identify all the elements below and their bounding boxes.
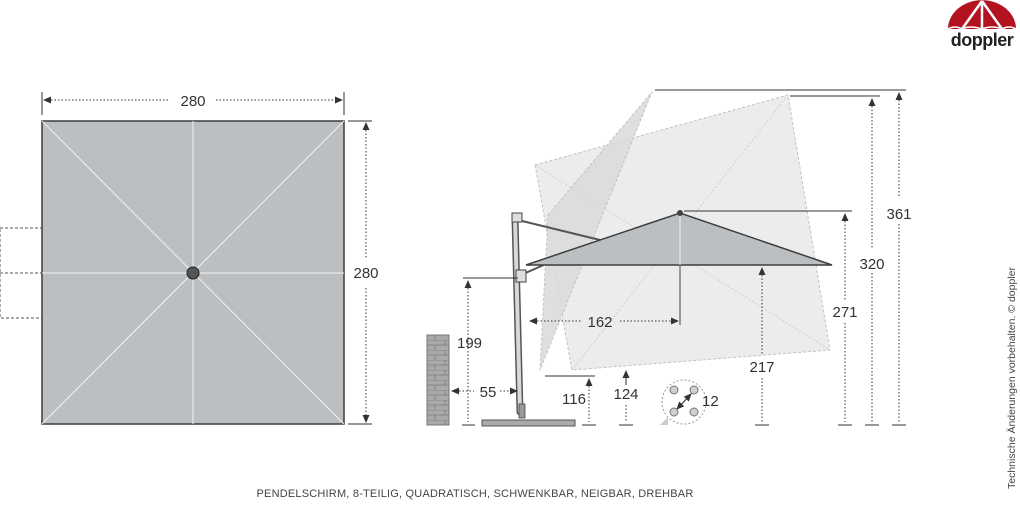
- side-view: 162 199 55 116: [426, 89, 912, 427]
- arm-height-dimension: 199: [457, 277, 518, 426]
- clearance-dimension: 217: [749, 267, 775, 426]
- tilt-height-dimension: 320: [790, 95, 885, 426]
- height-label: 280: [353, 265, 378, 282]
- copyright-note: Technische Änderungen vorbehalten. © dop…: [1006, 267, 1018, 489]
- width-label: 280: [180, 93, 205, 110]
- top-view: 280 280: [0, 92, 379, 425]
- clearance-label: 217: [749, 359, 774, 376]
- height-dimension: 280: [348, 120, 379, 425]
- hub-icon: [186, 266, 200, 280]
- base-plate-icon: 12: [660, 379, 719, 425]
- base-label: 12: [702, 393, 719, 410]
- reach-dimension: 162: [529, 314, 679, 331]
- canopy-side-view: [525, 210, 833, 325]
- max-height-label: 361: [886, 206, 911, 223]
- wall-distance-label: 55: [480, 384, 497, 401]
- doppler-logo-icon: [947, 0, 1017, 30]
- product-caption: PENDELSCHIRM, 8-TEILIG, QUADRATISCH, SCH…: [256, 488, 694, 500]
- top-height-dimension: 271: [684, 210, 858, 426]
- width-dimension: 280: [41, 92, 345, 115]
- low-height-dimension: 124: [613, 370, 639, 426]
- reach-label: 162: [587, 314, 612, 331]
- min-height-label: 116: [562, 391, 586, 408]
- wall-icon: [426, 334, 450, 426]
- umbrella-base: [481, 419, 576, 427]
- min-height-dimension: 116: [545, 375, 596, 426]
- brand-name: doppler: [950, 30, 1014, 50]
- wall-distance-dimension: 55: [451, 384, 518, 401]
- top-height-label: 271: [832, 304, 857, 321]
- tilt-height-label: 320: [859, 256, 884, 273]
- ghost-canopy-vertical: [539, 91, 653, 371]
- max-height-dimension: 361: [655, 89, 912, 426]
- low-height-label: 124: [613, 386, 638, 403]
- arm-height-label: 199: [457, 335, 482, 352]
